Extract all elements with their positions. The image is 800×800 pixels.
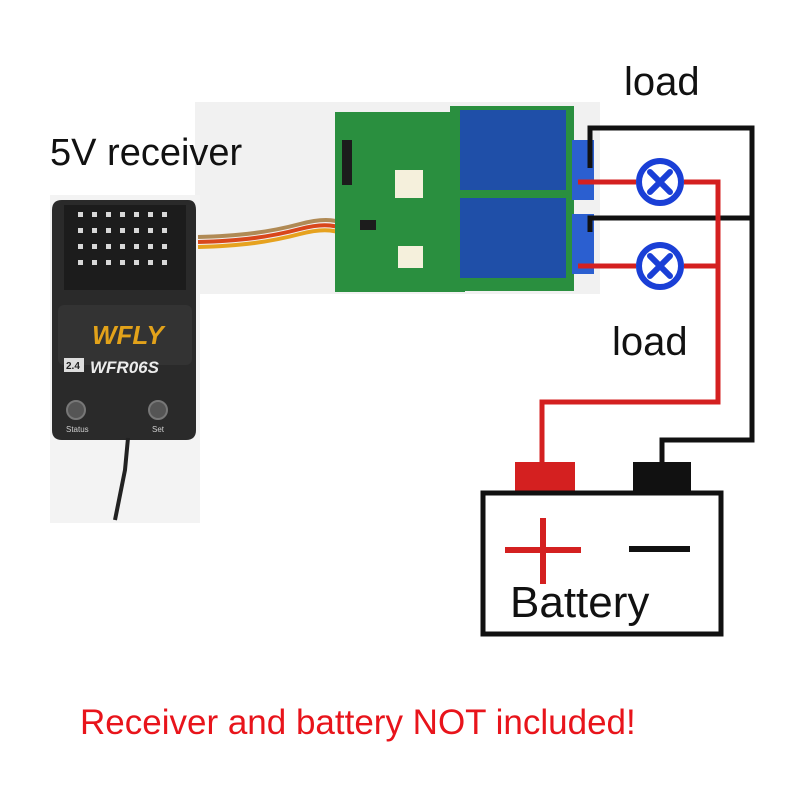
- set-button: [148, 400, 168, 420]
- wire-positive-main: [539, 263, 721, 465]
- battery: [480, 462, 724, 637]
- receiver-pin-header: [78, 212, 167, 265]
- not-included-notice: Receiver and battery NOT included!: [80, 703, 636, 742]
- lamp-icon: [636, 242, 684, 290]
- set-button-label: Set: [152, 425, 165, 434]
- load-label-top: load: [624, 60, 700, 104]
- battery-positive-terminal: [515, 462, 575, 492]
- receiver-device: WFLY 2.4 WFR06S Status Set: [50, 195, 200, 523]
- load-label-bottom: load: [612, 320, 688, 364]
- status-button: [66, 400, 86, 420]
- plus-icon: [505, 518, 581, 584]
- wire-negative-main: [587, 125, 755, 465]
- lamp-icon: [636, 158, 684, 206]
- receiver-model: WFR06S: [90, 358, 160, 377]
- wiring: [539, 125, 755, 465]
- wire-negative-branch: [587, 215, 752, 232]
- relay-module: [335, 106, 594, 292]
- relay-top: [460, 110, 566, 190]
- receiver-badge: [64, 358, 84, 372]
- battery-body: [480, 490, 724, 637]
- receiver-badge-text: 2.4: [66, 361, 80, 372]
- receiver-antenna: [113, 437, 130, 521]
- receiver-brand: WFLY: [92, 320, 166, 350]
- battery-negative-terminal: [633, 462, 691, 492]
- status-button-label: Status: [66, 425, 89, 434]
- relay-bottom: [460, 198, 566, 278]
- wire-positive-lamp-top-out: [684, 179, 721, 272]
- battery-label: Battery: [510, 578, 650, 627]
- receiver-label: 5V receiver: [50, 132, 243, 174]
